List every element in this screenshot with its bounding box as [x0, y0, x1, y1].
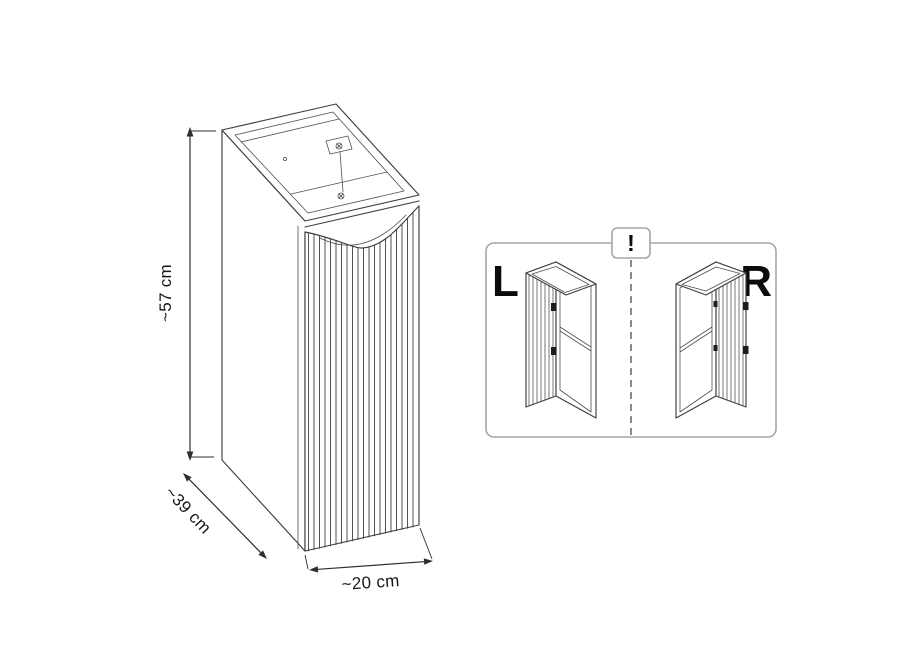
width-arrow-line: [317, 561, 425, 570]
thumb-l-hinge-mark-bottom: [551, 347, 557, 355]
door-bottom-edge: [304, 524, 420, 552]
handle-groove-curve: [319, 214, 407, 246]
thumb-l-fluting: [528, 263, 554, 406]
thumb-r-hinge-mark-top: [743, 302, 749, 310]
width-ext-right: [419, 527, 433, 560]
warning-exclamation-icon: !: [627, 230, 635, 256]
cabinet-top-face: [221, 103, 420, 222]
thumb-l-top-opening: [531, 266, 590, 293]
thumb-l-shelf: [559, 326, 592, 352]
top-opening-rim: [234, 111, 405, 214]
drill-hole: [282, 156, 287, 161]
arrowhead-left: [309, 566, 319, 573]
cabinet-isometric-drawing: [221, 103, 425, 579]
width-ext-left: [304, 554, 309, 570]
depth-dimension-label: ~39 cm: [161, 483, 215, 538]
width-dimension: ~20 cm: [304, 527, 433, 594]
front-apron-line: [290, 171, 388, 195]
orientation-panel: ! L R: [485, 227, 777, 438]
screw-cross-icon: [336, 143, 342, 149]
door-bottom-cover: [300, 525, 425, 579]
right-cabinet-thumbnail: [675, 261, 749, 419]
arrowhead-upleft: [183, 473, 192, 482]
left-option-label: L: [492, 257, 519, 306]
mounting-bracket: [325, 135, 353, 155]
thumb-r-fluting: [718, 263, 744, 406]
depth-arrow-line: [188, 478, 262, 554]
height-dimension: ~57 cm: [156, 127, 216, 461]
left-cabinet-thumbnail: [525, 261, 597, 419]
thumb-r-shelf: [679, 326, 713, 353]
screw-icon-2: [337, 192, 345, 200]
thumb-r-hinge-mark-inner-top: [713, 301, 718, 307]
arrowhead-down: [186, 451, 194, 461]
back-rail-line: [240, 118, 340, 143]
arrowhead-right: [423, 558, 433, 565]
thumb-r-hinge-mark-inner-bottom: [713, 345, 718, 351]
bracket-to-apron-rail: [339, 151, 344, 193]
warning-badge-box: [611, 227, 651, 259]
screw-cross-icon-2: [338, 193, 344, 199]
width-dimension-label: ~20 cm: [341, 571, 400, 594]
thumb-r-hinge-mark-bottom: [743, 346, 749, 354]
thumb-r-top-opening: [681, 266, 741, 292]
cabinet-door-face: [305, 201, 419, 551]
fluting-lines: [308, 204, 414, 556]
height-dimension-label: ~57 cm: [156, 264, 175, 322]
screw-icon: [335, 142, 343, 150]
carcass-front-edge: [304, 200, 420, 228]
thumb-l-hinge-mark-top: [551, 303, 557, 311]
arrowhead-downright: [258, 550, 267, 559]
arrowhead-up: [186, 127, 194, 137]
door-top-edge-recess: [304, 205, 420, 249]
